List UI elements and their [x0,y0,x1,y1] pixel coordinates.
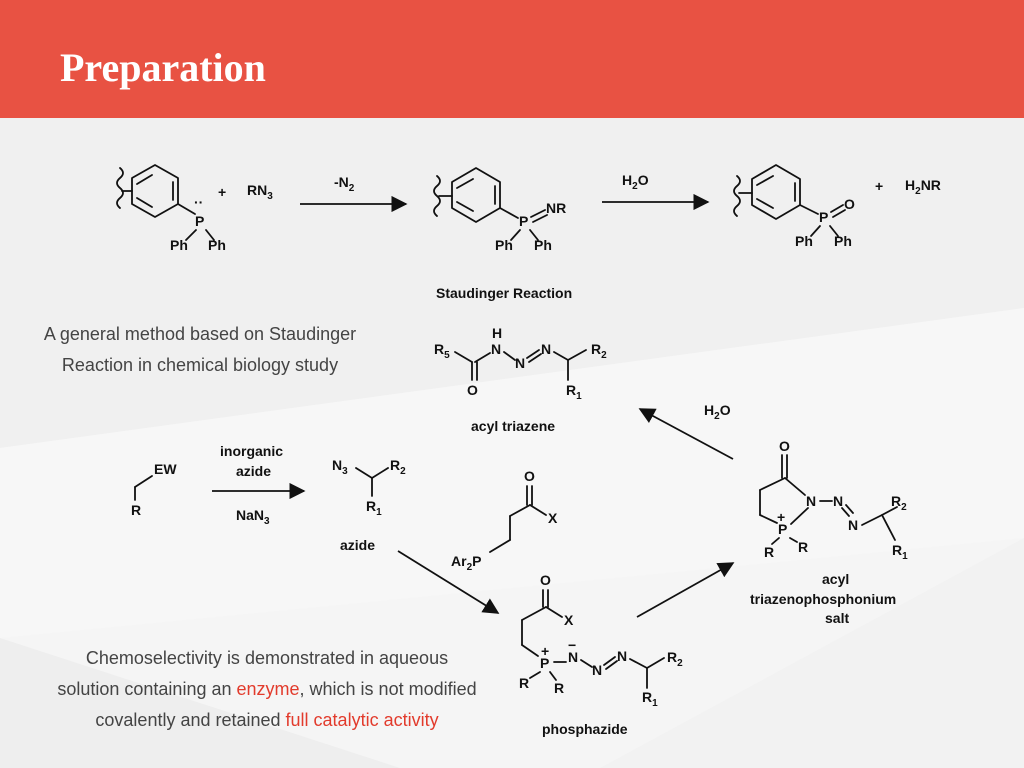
phosphorus-atom: P [540,655,549,671]
imine-group: NR [546,200,566,216]
nitrogen-atom: N [515,355,525,371]
method-line-2: Reaction in chemical biology study [61,355,339,375]
x-group: X [548,510,558,526]
ew-group: EW [154,461,177,477]
nitrogen-atom: N [833,493,843,509]
phosphorus-atom: P [778,521,787,537]
iminophosphorane: P NR Ph Ph [433,167,566,253]
nitrogen-atom: N [568,649,578,665]
enzyme-highlight: enzyme [236,679,300,699]
inorganic-label-1: inorganic [220,443,283,459]
phenyl-label: Ph [208,237,226,253]
staudinger-caption: Staudinger Reaction [436,285,572,301]
title-bar [0,0,1024,118]
method-description: A general method based on Staudinger Rea… [28,319,372,381]
benzene-ring [131,164,179,218]
phenyl-label: Ph [170,237,188,253]
phosphorus-atom: P [519,213,528,229]
svg-text:R1: R1 [892,542,908,562]
arrow1-label: -N2 [334,174,355,194]
positive-charge: + [777,509,785,525]
phenyl-label: Ph [534,237,552,253]
svg-text:R1: R1 [642,689,658,709]
nitrogen-atom: N [848,517,858,533]
oxygen-atom: O [467,382,478,398]
benzene-ring [751,164,801,220]
acyl-triazene-label: acyl triazene [471,418,555,434]
phosphine-reagent: O X Ar2P [451,468,558,573]
activity-highlight: full catalytic activity [285,710,439,730]
water-label: H2O [704,402,731,422]
svg-text:R2: R2 [667,649,683,669]
wavy-bond [433,175,441,217]
svg-text:R2: R2 [390,457,406,477]
to-phosphazide-arrow [397,550,500,614]
phenyl-label: Ph [834,233,852,249]
svg-text:R1: R1 [566,382,582,402]
oxygen-atom: O [844,196,855,212]
phosphazide-label: phosphazide [542,721,628,737]
ew-alkyl-reactant: EW R [131,461,177,518]
svg-text:R5: R5 [434,341,450,361]
positive-charge: + [541,643,549,659]
r-group: R [798,539,808,555]
wavy-bond [116,167,124,209]
phenyl-label: Ph [495,237,513,253]
negative-charge: − [568,637,576,653]
svg-text:R2: R2 [891,493,907,513]
phenyl-label: Ph [795,233,813,249]
phosphazide-structure: O X + P − N N N R2 R1 R R [519,572,683,709]
chemo-line-1: Chemoselectivity is demonstrated in aque… [85,648,449,668]
organic-azide: RN3 [247,182,273,202]
slide-title: Preparation [60,45,266,90]
phosphorus-atom: P [819,209,828,225]
svg-text:Ar2P: Ar2P [451,553,481,573]
nitrogen-atom: N [491,341,501,357]
azide-label: azide [340,537,375,553]
nitrogen-atom: N [617,648,627,664]
nitrogen-atom: N [541,341,551,357]
svg-text:R2: R2 [591,341,607,361]
svg-text:R1: R1 [366,498,382,518]
phosphine-reactant: ·· P Ph Ph [116,164,226,253]
r-group: R [554,680,564,696]
chemo-line-2: solution containing an enzyme, which is … [57,679,477,699]
oxygen-atom: O [779,438,790,454]
chemoselectivity-description: Chemoselectivity is demonstrated in aque… [30,643,504,736]
sodium-azide: NaN3 [236,507,270,527]
background-pattern [0,118,1024,768]
lone-pair: ·· [194,194,203,210]
r-group: R [764,544,774,560]
r-group: R [131,502,141,518]
nitrogen-atom: N [806,493,816,509]
plus-sign: + [218,184,226,200]
nitrogen-atom: N [592,662,602,678]
amine-product: H2NR [905,177,941,197]
r-group: R [519,675,529,691]
arrow2-label: H2O [622,172,649,192]
hydrolysis-arrow [638,408,734,460]
phosphonium-salt-structure: O + P N N N R2 R1 R R [759,438,908,562]
svg-text:N3: N3 [332,457,348,477]
chemo-line-3: covalently and retained full catalytic a… [95,710,439,730]
oxygen-atom: O [524,468,535,484]
salt-label-1: acyl [822,571,849,587]
salt-label-3: salt [825,610,849,626]
phosphine-oxide: P O Ph Ph [733,164,855,249]
method-line-1: A general method based on Staudinger [43,324,357,344]
inorganic-label-2: azide [236,463,271,479]
alkyl-azide: N3 R2 R1 [332,457,406,518]
benzene-ring [451,167,501,223]
wavy-bond [733,175,741,217]
hydrogen-atom: H [492,325,502,341]
plus-sign: + [875,178,883,194]
phosphorus-atom: P [195,213,204,229]
x-group: X [564,612,574,628]
cyclization-arrow [636,562,735,618]
acyl-triazene-structure: R5 O H N N N R2 R1 [434,325,607,402]
oxygen-atom: O [540,572,551,588]
salt-label-2: triazenophosphonium [750,591,896,607]
